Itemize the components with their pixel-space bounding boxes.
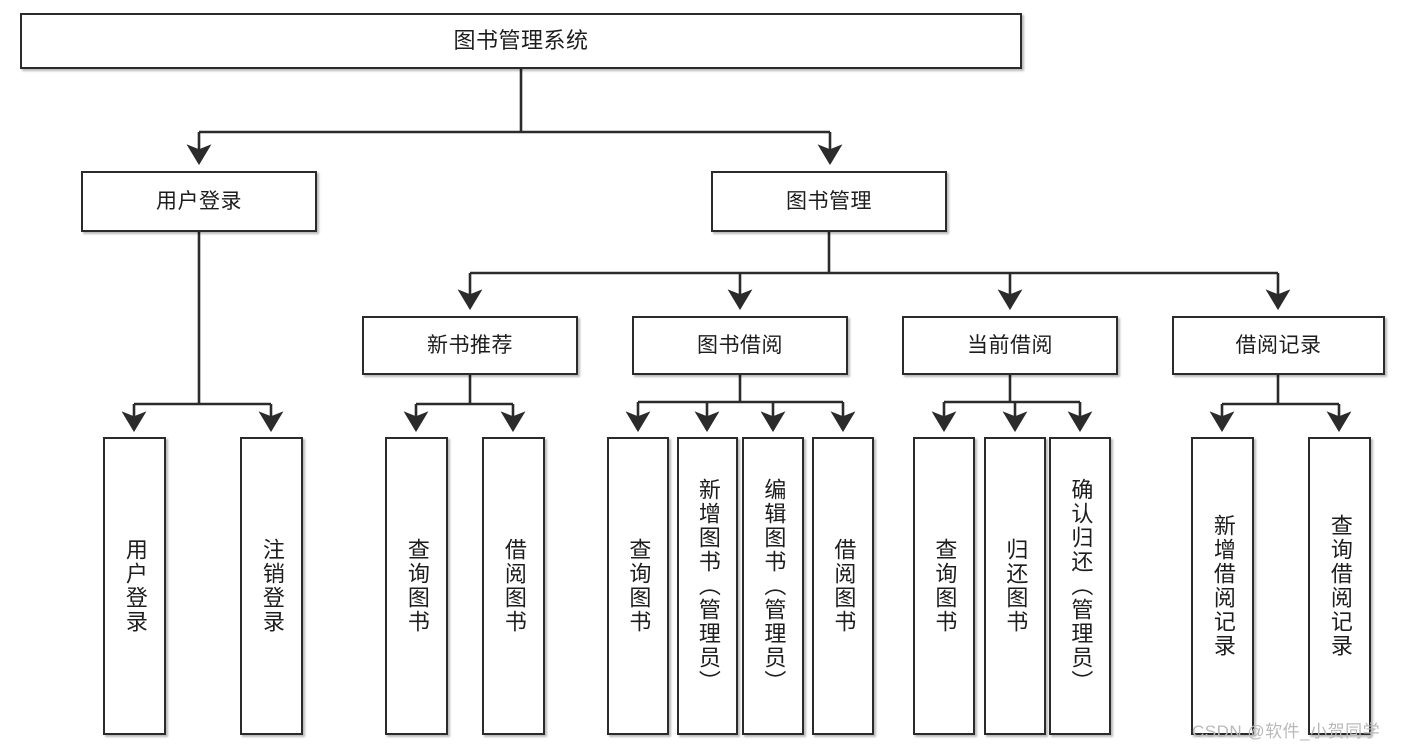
node-user-login-label: 用户登录 bbox=[156, 189, 242, 213]
leaf-return-book[interactable]: 归还图书 bbox=[984, 437, 1046, 735]
leaf-query-book-borrow-label: 查询图书 bbox=[626, 538, 652, 634]
leaf-query-book-current-label: 查询图书 bbox=[932, 538, 958, 634]
node-current-borrow[interactable]: 当前借阅 bbox=[902, 316, 1118, 375]
leaf-query-book-recommend[interactable]: 查询图书 bbox=[385, 437, 448, 735]
node-user-login[interactable]: 用户登录 bbox=[81, 171, 317, 232]
leaf-query-book-borrow[interactable]: 查询图书 bbox=[607, 437, 669, 735]
node-borrow-record[interactable]: 借阅记录 bbox=[1172, 316, 1385, 375]
leaf-query-book-recommend-label: 查询图书 bbox=[404, 538, 430, 634]
leaf-add-book-admin-label: 新增图书（管理员） bbox=[695, 478, 721, 694]
leaf-add-book-admin[interactable]: 新增图书（管理员） bbox=[677, 437, 738, 735]
node-book-management-label: 图书管理 bbox=[786, 189, 872, 213]
leaf-return-book-label: 归还图书 bbox=[1003, 538, 1029, 634]
leaf-confirm-return-admin[interactable]: 确认归还（管理员） bbox=[1049, 437, 1111, 735]
node-new-book-recommend-label: 新书推荐 bbox=[427, 333, 513, 357]
leaf-logout[interactable]: 注销登录 bbox=[240, 437, 303, 735]
leaf-query-borrow-record-label: 查询借阅记录 bbox=[1327, 514, 1353, 658]
node-book-borrow-label: 图书借阅 bbox=[697, 333, 783, 357]
node-borrow-record-label: 借阅记录 bbox=[1235, 333, 1322, 357]
leaf-query-borrow-record[interactable]: 查询借阅记录 bbox=[1308, 437, 1371, 735]
leaf-edit-book-admin-label: 编辑图书（管理员） bbox=[761, 478, 787, 694]
leaf-borrow-book-label: 借阅图书 bbox=[831, 538, 857, 634]
leaf-edit-book-admin[interactable]: 编辑图书（管理员） bbox=[742, 437, 804, 735]
node-root-label: 图书管理系统 bbox=[453, 27, 589, 53]
leaf-user-login[interactable]: 用户登录 bbox=[103, 437, 166, 735]
leaf-logout-label: 注销登录 bbox=[259, 538, 285, 634]
leaf-borrow-book[interactable]: 借阅图书 bbox=[812, 437, 874, 735]
node-current-borrow-label: 当前借阅 bbox=[967, 333, 1053, 357]
node-root[interactable]: 图书管理系统 bbox=[20, 13, 1022, 69]
leaf-borrow-book-recommend[interactable]: 借阅图书 bbox=[482, 437, 545, 735]
leaf-query-book-current[interactable]: 查询图书 bbox=[913, 437, 975, 735]
node-new-book-recommend[interactable]: 新书推荐 bbox=[362, 316, 578, 375]
node-book-borrow[interactable]: 图书借阅 bbox=[632, 316, 848, 375]
csdn-watermark: CSDN @软件_小贺同学 bbox=[1192, 722, 1381, 741]
leaf-add-borrow-record-label: 新增借阅记录 bbox=[1210, 514, 1236, 658]
leaf-user-login-label: 用户登录 bbox=[122, 538, 148, 634]
leaf-borrow-book-recommend-label: 借阅图书 bbox=[501, 538, 527, 634]
node-book-management[interactable]: 图书管理 bbox=[711, 171, 947, 232]
leaf-confirm-return-admin-label: 确认归还（管理员） bbox=[1068, 478, 1094, 694]
leaf-add-borrow-record[interactable]: 新增借阅记录 bbox=[1191, 437, 1254, 735]
